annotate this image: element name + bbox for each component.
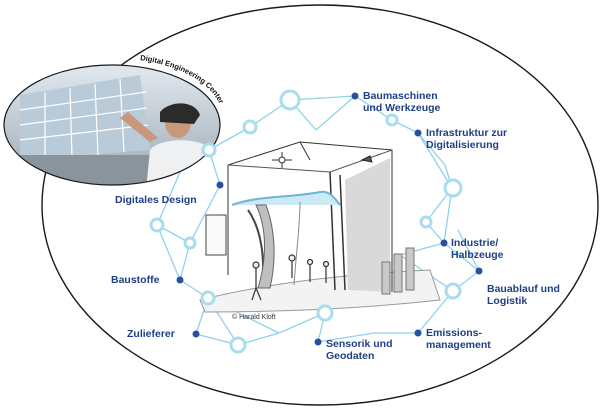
label-dots — [176, 92, 483, 346]
label-zulieferer: Zulieferer — [127, 328, 175, 340]
label-sensorik-line1: Sensorik und — [326, 338, 393, 350]
label-emissions-line2: management — [426, 339, 491, 351]
installation-sketch — [199, 141, 441, 313]
label-bauablauf-line1: Bauablauf und — [487, 283, 560, 295]
label-emissions-line1: Emissions- — [426, 327, 483, 339]
label-baumaschinen-line1: Baumaschinen — [363, 90, 438, 102]
label-industrie: Industrie/ Halbzeuge — [451, 237, 504, 261]
label-bauablauf: Bauablauf und Logistik — [487, 283, 560, 307]
label-infrastruktur-line2: Digitalisierung — [426, 139, 499, 151]
label-digitales-design: Digitales Design — [115, 194, 197, 206]
label-sensorik-line2: Geodaten — [326, 350, 375, 362]
label-bauablauf-line2: Logistik — [487, 295, 528, 307]
label-baustoffe: Baustoffe — [111, 274, 160, 286]
label-infrastruktur: Infrastruktur zur Digitalisierung — [426, 127, 507, 151]
label-baumaschinen-line2: und Werkzeuge — [363, 102, 441, 114]
copyright-text: © Harald Kloft — [232, 314, 276, 321]
label-emissions: Emissions- management — [426, 327, 491, 351]
ring-nodes — [149, 89, 463, 354]
label-industrie-line1: Industrie/ — [451, 237, 499, 249]
label-industrie-line2: Halbzeuge — [451, 249, 504, 261]
label-baumaschinen: Baumaschinen und Werkzeuge — [363, 90, 440, 114]
label-infrastruktur-line1: Infrastruktur zur — [426, 127, 508, 139]
photo-inset: Digital Engineering Center — [3, 53, 226, 186]
outer-ellipse — [41, 4, 599, 406]
label-sensorik: Sensorik und Geodaten — [326, 338, 393, 362]
